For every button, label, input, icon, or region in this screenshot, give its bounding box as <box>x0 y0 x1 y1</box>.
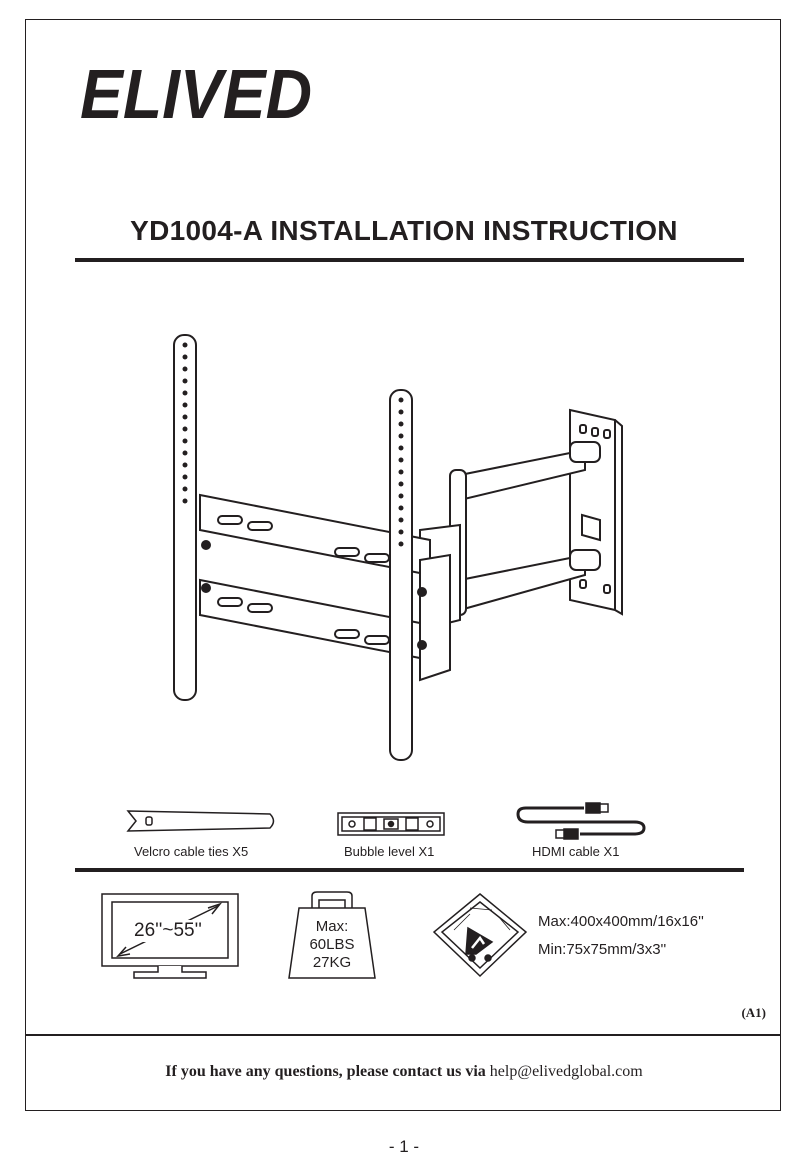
tv-screen-icon <box>101 893 239 979</box>
tv-mount-illustration <box>173 334 623 761</box>
accessory-label-hdmi: HDMI cable X1 <box>532 844 620 859</box>
vesa-max: Max:400x400mm/16x16'' <box>538 913 704 930</box>
vesa-badge-icon <box>432 893 528 978</box>
page-title: YD1004-A INSTALLATION INSTRUCTION <box>130 215 678 246</box>
contact-email-link[interactable]: help@elivedglobal.com <box>489 1063 643 1080</box>
horizontal-rails <box>199 493 451 682</box>
elived-logo: ELIVED <box>80 55 312 130</box>
accessory-label-velcro: Velcro cable ties X5 <box>134 844 249 859</box>
logo-text: ELIVED <box>80 55 312 130</box>
bubble-level-icon <box>337 812 445 836</box>
weight-icon <box>288 891 376 979</box>
wall-plate <box>569 408 623 616</box>
document-code: (A1) <box>741 1005 766 1020</box>
weight-line-3: 27KG <box>312 954 352 971</box>
vertical-brackets <box>173 334 427 761</box>
contact-text: If you have any questions, please contac… <box>165 1063 486 1080</box>
screen-size: 26''~55'' <box>132 920 204 942</box>
weight-line-1: Max: <box>315 918 349 935</box>
contact-line: If you have any questions, please contac… <box>0 1063 808 1081</box>
page-frame <box>25 19 781 1111</box>
weight-capacity: Max: 60LBS 27KG <box>287 918 377 972</box>
vesa-min: Min:75x75mm/3x3'' <box>538 941 667 958</box>
page-number: - 1 - <box>388 1137 420 1156</box>
title-rule <box>75 258 744 262</box>
accessory-label-level: Bubble level X1 <box>344 844 435 859</box>
velcro-cable-tie-icon <box>126 810 275 832</box>
footer-divider <box>25 1034 781 1036</box>
accessories-rule <box>75 868 744 872</box>
weight-line-2: 60LBS <box>309 936 355 953</box>
hdmi-cable-icon <box>516 802 646 840</box>
